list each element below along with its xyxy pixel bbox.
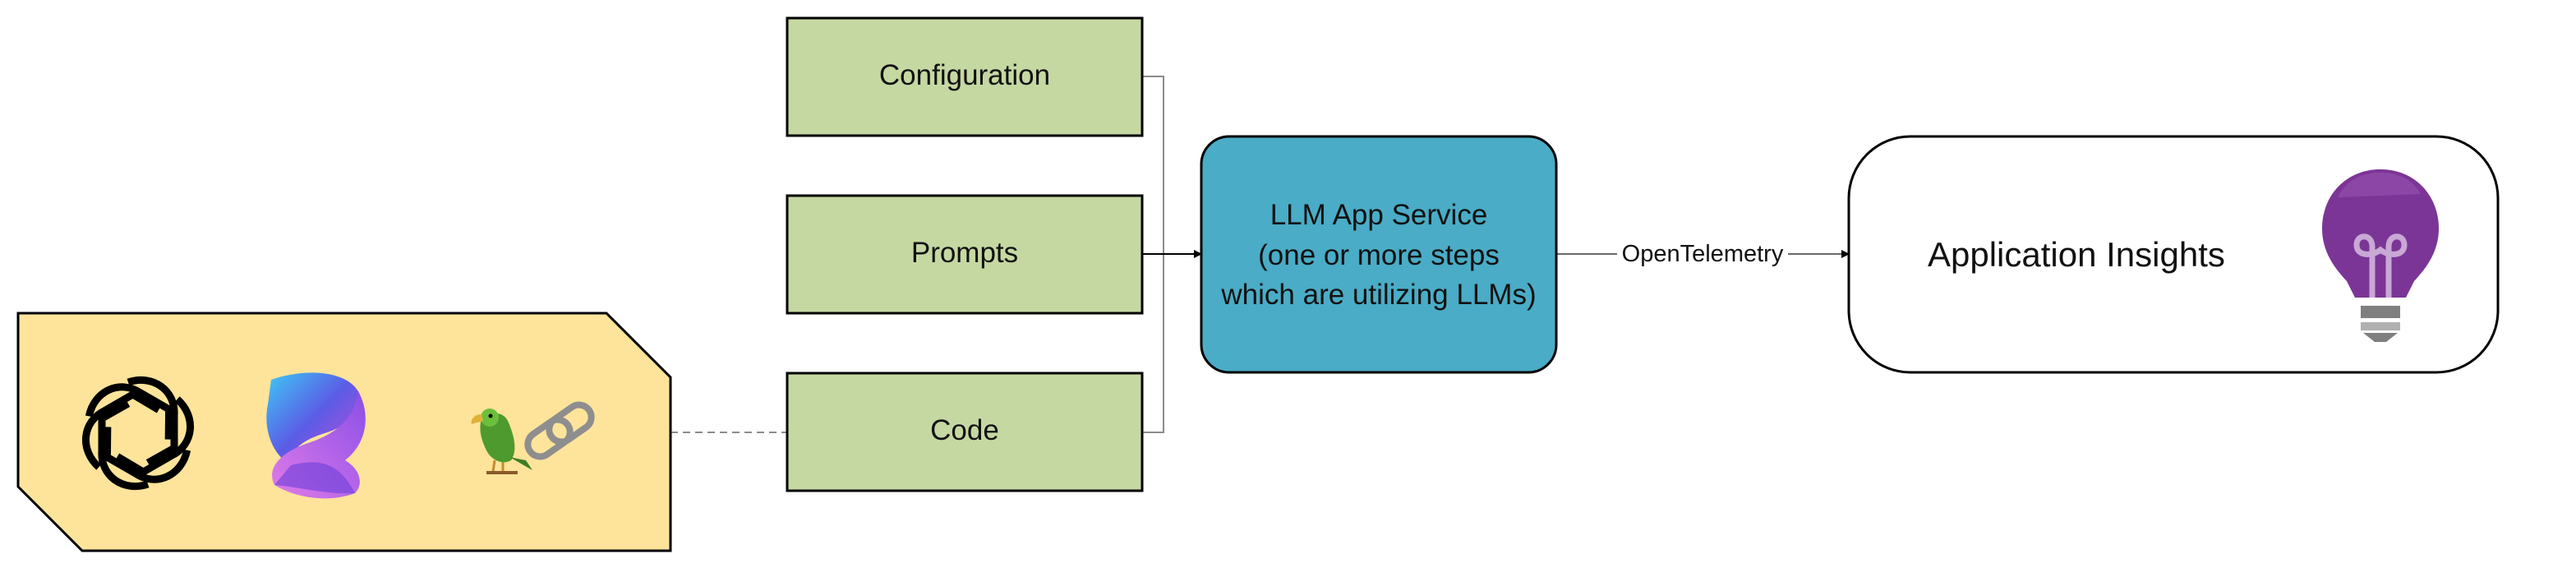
lightbulb-icon bbox=[2322, 169, 2439, 342]
langchain-parrot-link-icon bbox=[471, 401, 595, 474]
config-connector bbox=[1142, 76, 1164, 254]
connector-label-bg bbox=[1617, 240, 1788, 268]
llm-app-service-box bbox=[1200, 135, 1558, 374]
input-prompts-box bbox=[786, 194, 1144, 315]
llm-frameworks bbox=[16, 312, 672, 552]
input-configuration-box bbox=[786, 16, 1144, 137]
llm-app-service-line3: which are utilizing LLMs) bbox=[1220, 279, 1536, 311]
semantic-kernel-logo-icon bbox=[266, 372, 366, 499]
chain-link-icon bbox=[524, 401, 595, 460]
openai-logo-icon bbox=[82, 376, 194, 491]
connector-label: OpenTelemetry bbox=[1622, 241, 1784, 267]
input-code-box bbox=[786, 372, 1144, 492]
llm-app-service: LLM App Service (one or more steps which… bbox=[1200, 135, 1558, 374]
input-connectors bbox=[1142, 76, 1164, 433]
input-prompts: Prompts bbox=[786, 194, 1144, 315]
parrot-icon bbox=[471, 409, 532, 474]
llm-app-service-title: LLM App Service bbox=[1270, 199, 1488, 231]
application-insights-title: Application Insights bbox=[1928, 235, 2225, 274]
input-configuration-label: Configuration bbox=[879, 59, 1050, 91]
application-insights: Application Insights bbox=[1847, 135, 2500, 374]
input-code: Code bbox=[786, 372, 1144, 492]
input-configuration: Configuration bbox=[786, 16, 1144, 137]
input-code-label: Code bbox=[930, 414, 999, 446]
llm-app-service-line2: (one or more steps bbox=[1258, 239, 1500, 271]
input-prompts-label: Prompts bbox=[911, 237, 1018, 269]
code-connector bbox=[1142, 254, 1164, 433]
